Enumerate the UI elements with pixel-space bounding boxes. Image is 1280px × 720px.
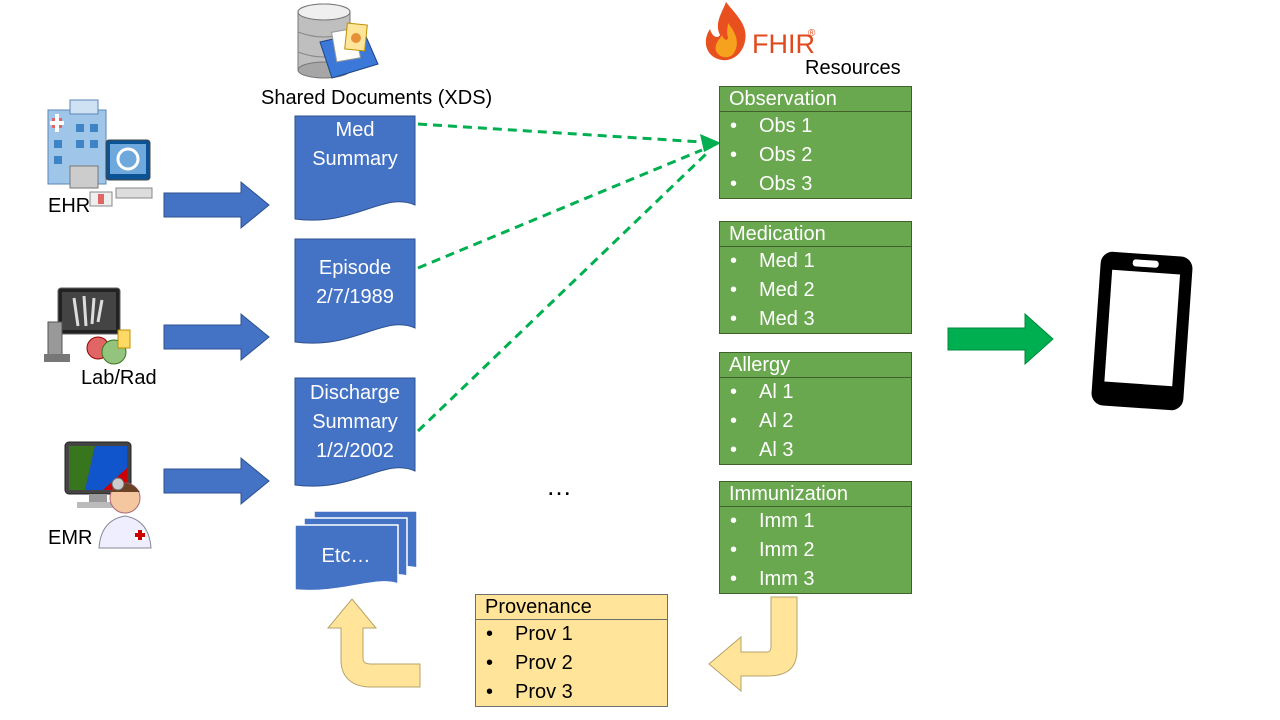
fhir-logo-mark: ® xyxy=(808,28,816,39)
provenance-item-1: Prov 1 xyxy=(476,620,667,649)
resource-allergy-item-3: Al 3 xyxy=(720,436,911,465)
resource-allergy-item-1: Al 1 xyxy=(720,378,911,407)
xds-document-episode[interactable]: Episode 2/7/1989 xyxy=(294,238,416,348)
resource-medication-item-1: Med 1 xyxy=(720,247,911,276)
doc-discharge-line1: Discharge xyxy=(309,382,401,404)
xds-document-etc[interactable]: Etc… xyxy=(294,510,418,594)
database-icon xyxy=(296,2,380,82)
ellipsis-text: … xyxy=(546,471,572,501)
doc-episode-line1: Episode xyxy=(318,257,392,279)
resource-allergy-item-2: Al 2 xyxy=(720,407,911,436)
blue-arrow-ehr xyxy=(163,180,270,230)
resource-immunization-item-2: Imm 2 xyxy=(720,536,911,565)
resource-medication-item-3: Med 3 xyxy=(720,305,911,334)
source-label-emr: EMR xyxy=(48,527,93,549)
doc-discharge-line3: 1/2/2002 xyxy=(316,440,394,462)
doc-med-line1: Med xyxy=(335,119,375,141)
xds-title: Shared Documents (XDS) xyxy=(261,87,493,109)
provenance-name: Provenance xyxy=(476,595,667,620)
doc-med-line2: Summary xyxy=(312,148,398,170)
provenance-item-3: Prov 3 xyxy=(476,678,667,707)
doc-etc-line1: Etc… xyxy=(321,545,371,567)
resource-observation-item-2: Obs 2 xyxy=(720,141,911,170)
resource-allergy-name: Allergy xyxy=(720,353,911,378)
hospital-icon xyxy=(40,96,155,212)
source-label-ehr: EHR xyxy=(48,195,91,217)
doc-discharge-line2: Summary xyxy=(312,411,398,433)
fhir-logo-text: FHIR xyxy=(752,29,815,59)
lab-icon xyxy=(44,286,134,371)
resource-medication-name: Medication xyxy=(720,222,911,247)
provenance-box[interactable]: Provenance Prov 1 Prov 2 Prov 3 xyxy=(475,594,668,707)
green-arrow-to-device xyxy=(947,312,1054,366)
blue-arrow-emr xyxy=(163,456,270,506)
xds-document-med-summary[interactable]: Med Summary xyxy=(294,115,416,225)
smartphone-icon xyxy=(1086,250,1198,412)
xds-document-discharge-summary[interactable]: Discharge Summary 1/2/2002 xyxy=(294,377,416,491)
resource-medication-item-2: Med 2 xyxy=(720,276,911,305)
blue-arrow-lab xyxy=(163,312,270,362)
resource-allergy[interactable]: Allergy Al 1 Al 2 Al 3 xyxy=(719,352,912,465)
doc-episode-line2: 2/7/1989 xyxy=(316,286,394,308)
resource-immunization-name: Immunization xyxy=(720,482,911,507)
resource-observation-name: Observation xyxy=(720,87,911,112)
resource-immunization-item-3: Imm 3 xyxy=(720,565,911,594)
provenance-item-2: Prov 2 xyxy=(476,649,667,678)
resource-observation-item-3: Obs 3 xyxy=(720,170,911,199)
return-arrow-to-provenance xyxy=(708,596,798,692)
doctor-icon xyxy=(55,438,155,550)
resource-immunization-item-1: Imm 1 xyxy=(720,507,911,536)
resource-immunization[interactable]: Immunization Imm 1 Imm 2 Imm 3 xyxy=(719,481,912,594)
resource-observation[interactable]: Observation Obs 1 Obs 2 Obs 3 xyxy=(719,86,912,199)
fhir-resources-title: Resources xyxy=(805,57,901,79)
resource-medication[interactable]: Medication Med 1 Med 2 Med 3 xyxy=(719,221,912,334)
resource-observation-item-1: Obs 1 xyxy=(720,112,911,141)
source-label-lab-rad: Lab/Rad xyxy=(81,367,157,389)
return-arrow-to-xds xyxy=(326,598,421,688)
fhir-flame-icon xyxy=(704,1,750,63)
